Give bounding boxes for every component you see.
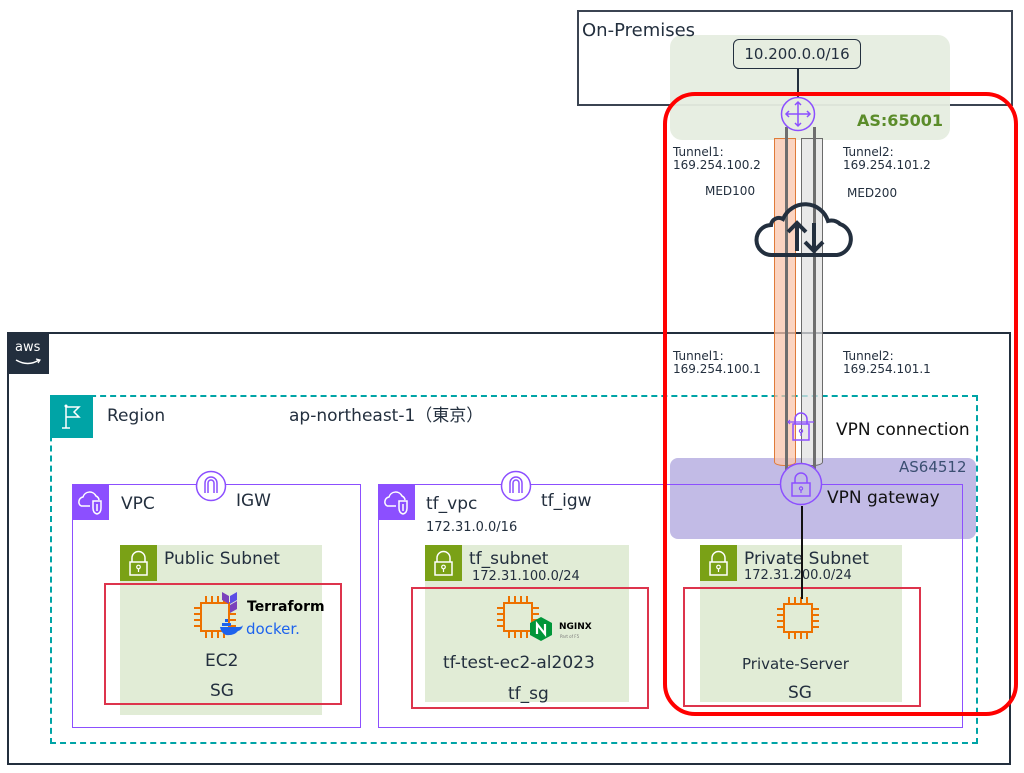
tf-sg-label: tf_sg xyxy=(508,684,549,704)
igw-label: IGW xyxy=(236,491,271,511)
public-subnet-label: Public Subnet xyxy=(164,549,280,569)
med200-label: MED200 xyxy=(847,186,898,200)
vpc-label: VPC xyxy=(121,494,155,514)
private-subnet-cidr: 172.31.200.0/24 xyxy=(744,568,852,583)
tf-igw-icon xyxy=(500,470,532,502)
terraform-badge: Terraform xyxy=(247,599,325,615)
vpn-gateway-area xyxy=(670,458,976,539)
on-premises-title: On-Premises xyxy=(582,20,696,41)
nginx-logo-icon xyxy=(530,617,552,641)
tf-security-group xyxy=(411,587,649,709)
region-flag-icon xyxy=(50,395,93,438)
region-group xyxy=(50,395,978,744)
ec2-name: EC2 xyxy=(205,651,239,671)
customer-gateway-router-icon xyxy=(780,96,816,132)
tunnel1-line xyxy=(785,127,788,472)
tf-vpc-group xyxy=(378,484,963,728)
region-label: Region xyxy=(107,406,166,426)
igw-icon xyxy=(195,470,227,502)
tunnel2-line xyxy=(813,127,816,472)
tunnel1-onprem-label: Tunnel1:169.254.100.2 xyxy=(673,145,761,172)
nginx-subtitle: Part of F5 xyxy=(560,634,580,639)
tf-subnet-label: tf_subnet xyxy=(469,549,549,569)
security-group xyxy=(104,583,342,705)
private-subnet-label: Private Subnet xyxy=(744,549,869,569)
tf-subnet-cidr: 172.31.100.0/24 xyxy=(472,569,580,584)
tf-vpc-label: tf_vpc xyxy=(426,494,478,514)
private-sg-label: SG xyxy=(788,683,812,703)
vgw-to-server-line xyxy=(801,506,803,599)
vpn-gateway-label: VPN gateway xyxy=(827,488,940,508)
private-server-name: Private-Server xyxy=(742,655,849,673)
aws-cloud-group xyxy=(7,332,1011,765)
vpn-connection-label: VPN connection xyxy=(836,420,970,440)
sg-label: SG xyxy=(210,681,234,701)
docker-logo-icon xyxy=(220,619,243,636)
tf-vpc-cloud-icon xyxy=(378,484,415,520)
vpn-connection-icon xyxy=(787,412,814,441)
tf-ec2-name: tf-test-ec2-al2023 xyxy=(443,653,595,673)
cidr-connector-line xyxy=(797,69,799,97)
tunnel2-pipe xyxy=(801,138,823,466)
vpn-gateway-asn: AS64512 xyxy=(899,458,967,476)
aws-logo-icon: aws xyxy=(7,332,49,374)
med100-label: MED100 xyxy=(705,184,756,198)
onprem-asn: AS:65001 xyxy=(857,111,943,130)
vpn-gateway-icon xyxy=(779,462,823,506)
tf-vpc-cidr: 172.31.0.0/16 xyxy=(426,520,518,535)
nginx-badge: NGINX xyxy=(559,622,592,632)
tunnel2-aws-label: Tunnel2:169.254.101.1 xyxy=(843,349,931,376)
subnet-lock-icon xyxy=(120,545,157,581)
tf-subnet-lock-icon xyxy=(425,545,462,581)
region-name: ap-northeast-1（東京） xyxy=(289,406,484,426)
tunnel2-onprem-label: Tunnel2:169.254.101.2 xyxy=(843,145,931,172)
onprem-cidr-box: 10.200.0.0/16 xyxy=(733,39,861,69)
docker-badge: docker. xyxy=(246,620,300,638)
tunnel1-aws-label: Tunnel1:169.254.100.1 xyxy=(673,349,761,376)
terraform-logo-icon xyxy=(222,592,237,613)
tf-igw-label: tf_igw xyxy=(541,491,592,511)
internet-cloud-icon xyxy=(754,202,853,258)
private-subnet-lock-icon xyxy=(700,545,737,581)
vpc-cloud-icon xyxy=(72,484,109,520)
vpn-highlight-frame xyxy=(663,92,1018,716)
